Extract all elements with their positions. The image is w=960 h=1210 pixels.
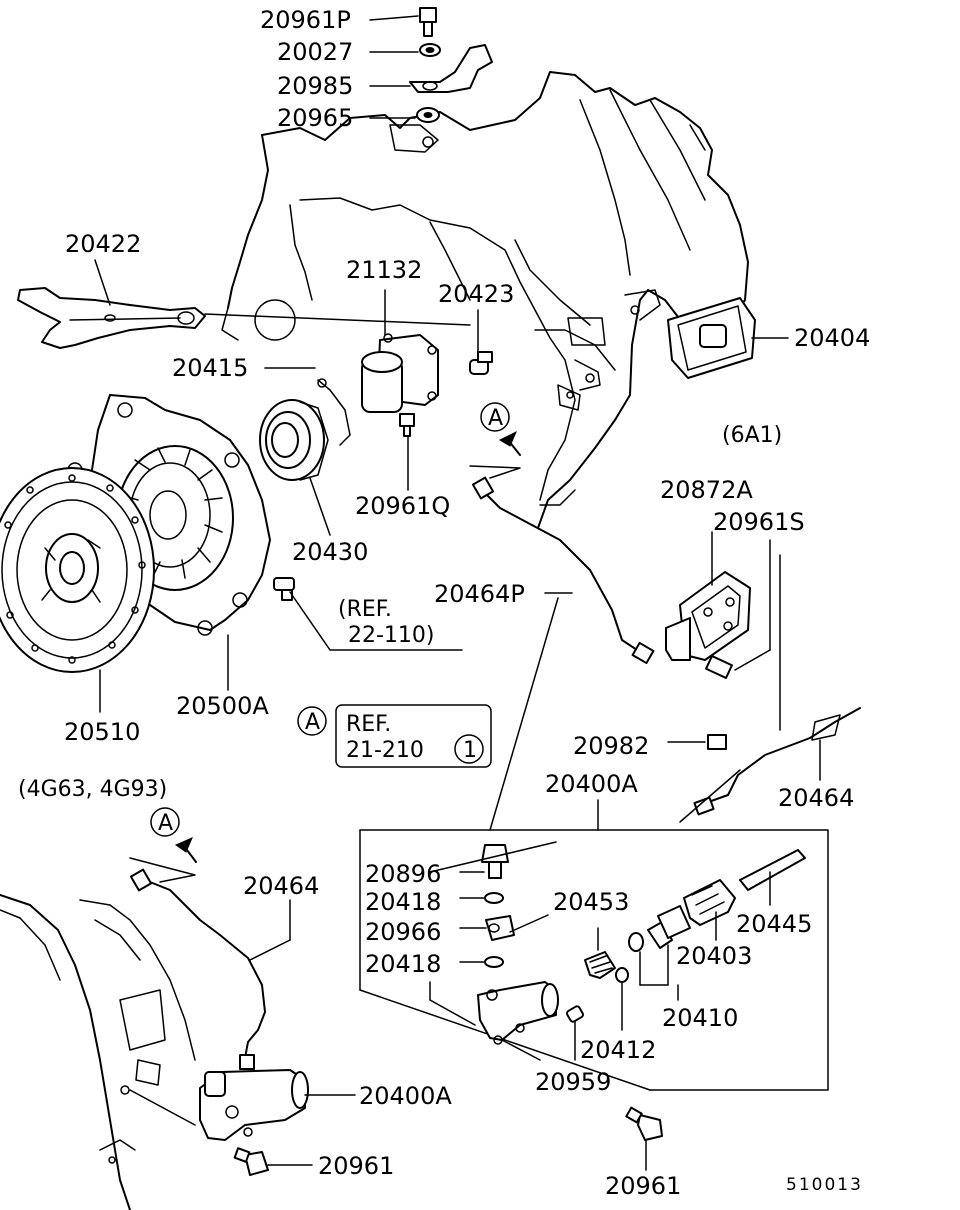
label-20872A: 20872A [660,476,753,504]
pipe-bracket [665,531,771,679]
label-4g63-4g93: (4G63, 4G93) [18,777,167,802]
boot [667,297,789,379]
transmission-case [221,71,749,529]
label-20464P: 20464P [434,580,525,608]
label-20961Q: 20961Q [355,492,450,520]
label-20961S: 20961S [713,508,805,536]
label-20423: 20423 [438,280,514,308]
label-20985: 20985 [277,72,353,100]
lower-housing [0,894,196,1210]
ref-box-21-210 [297,704,492,768]
pilot-bushing [273,577,463,651]
label-20959: 20959 [535,1068,611,1096]
clutch-fork [17,259,471,349]
label-ref2-line1: REF. [346,712,391,737]
label-20404: 20404 [794,324,870,352]
label-20400A-lower: 20400A [359,1082,452,1110]
label-20500A: 20500A [176,692,269,720]
label-20965: 20965 [277,104,353,132]
label-20982: 20982 [573,732,649,760]
label-20966: 20966 [365,918,441,946]
bearing-retainer [361,289,439,413]
marker-a-circle-lower [150,807,180,837]
clutch-disc [0,467,155,713]
label-20027: 20027 [277,38,353,66]
label-20961-bottom: 20961 [605,1172,681,1200]
label-20418-b: 20418 [365,950,441,978]
label-20464-right: 20464 [778,784,854,812]
label-20453: 20453 [553,888,629,916]
label-ref2-circle: 1 [463,738,477,763]
bolt-20961-bottom [625,1106,663,1171]
label-marker-a-2: A [158,811,173,836]
label-20418-a: 20418 [365,888,441,916]
label-20961-lower: 20961 [318,1152,394,1180]
part-labels: 20961P 20027 20985 20965 20422 21132 204… [18,6,870,1200]
label-20410: 20410 [662,1004,738,1032]
label-20415: 20415 [172,354,248,382]
slave-cylinder-box [359,799,829,1091]
bracket-stack [369,7,493,123]
label-20445: 20445 [736,910,812,938]
label-ref1-line2: 22-110) [348,623,435,648]
slave-cylinder-lower [199,1069,356,1141]
label-marker-a-3: A [488,406,503,431]
label-20403: 20403 [676,942,752,970]
label-marker-a-1: A [305,710,320,735]
clip [264,367,351,446]
arrow-marker-lower [129,837,197,883]
arrow-marker-upper [469,430,521,479]
label-20430: 20430 [292,538,368,566]
leader-line [489,597,559,831]
clutch-pipe-lower [129,868,291,1070]
bolt-20961-lower [233,1147,313,1176]
label-20464-left: 20464 [243,872,319,900]
leader-line-2 [679,769,741,823]
label-20422: 20422 [65,230,141,258]
label-20412: 20412 [580,1036,656,1064]
release-bearing [259,399,331,536]
figure-code: 510013 [786,1175,863,1195]
label-ref2-line2: 21-210 [346,738,424,763]
label-20400A-top: 20400A [545,770,638,798]
label-6a1: (6A1) [722,423,782,448]
ball-stud [469,309,493,375]
label-21132: 21132 [346,256,422,284]
marker-a-circle-upper [480,402,510,432]
label-20510: 20510 [64,718,140,746]
label-20896: 20896 [365,860,441,888]
clutch-pipe-right [667,554,861,816]
label-20961P: 20961P [260,6,351,34]
label-ref1-line1: (REF. [338,597,392,622]
clutch-pipe-upper [471,476,655,665]
bolt-20961q [399,413,415,491]
